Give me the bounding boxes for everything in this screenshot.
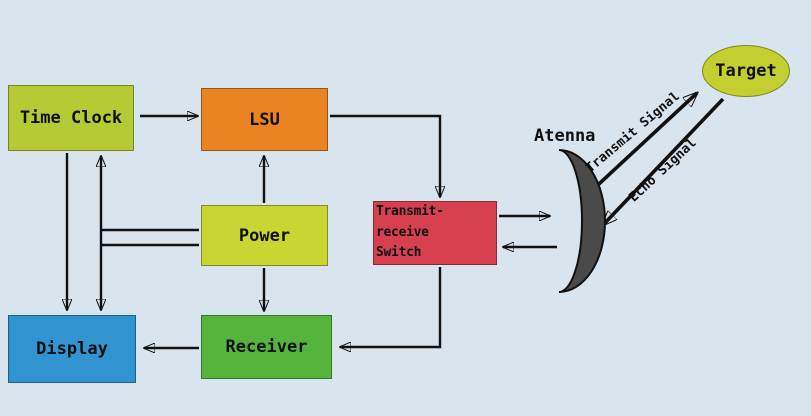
power-label: Power	[238, 225, 291, 246]
time-clock-label: Time Clock	[19, 108, 123, 128]
lsu-label: LSU	[249, 109, 280, 130]
node-transmit-receive-switch: Transmit-receive Switch	[373, 201, 497, 265]
receiver-label: Receiver	[225, 337, 308, 357]
node-display: Display	[8, 315, 136, 383]
node-receiver: Receiver	[201, 315, 332, 379]
switch-label-line2: Switch	[376, 245, 422, 261]
node-lsu: LSU	[201, 88, 328, 151]
antenna-dish	[558, 149, 606, 293]
arrow-transmit-signal	[584, 93, 697, 198]
node-target: Target	[702, 45, 790, 97]
node-power: Power	[201, 205, 328, 266]
arrow-echo-signal	[603, 97, 725, 225]
display-label: Display	[36, 339, 108, 359]
target-label: Target	[715, 61, 777, 81]
arrow-switch-to-receiver	[340, 267, 442, 347]
switch-label-line1: Transmit-receive	[376, 203, 444, 240]
node-time-clock: Time Clock	[8, 85, 134, 151]
antenna-label: Atenna	[534, 126, 596, 146]
arrow-lsu-to-switch	[330, 114, 440, 197]
